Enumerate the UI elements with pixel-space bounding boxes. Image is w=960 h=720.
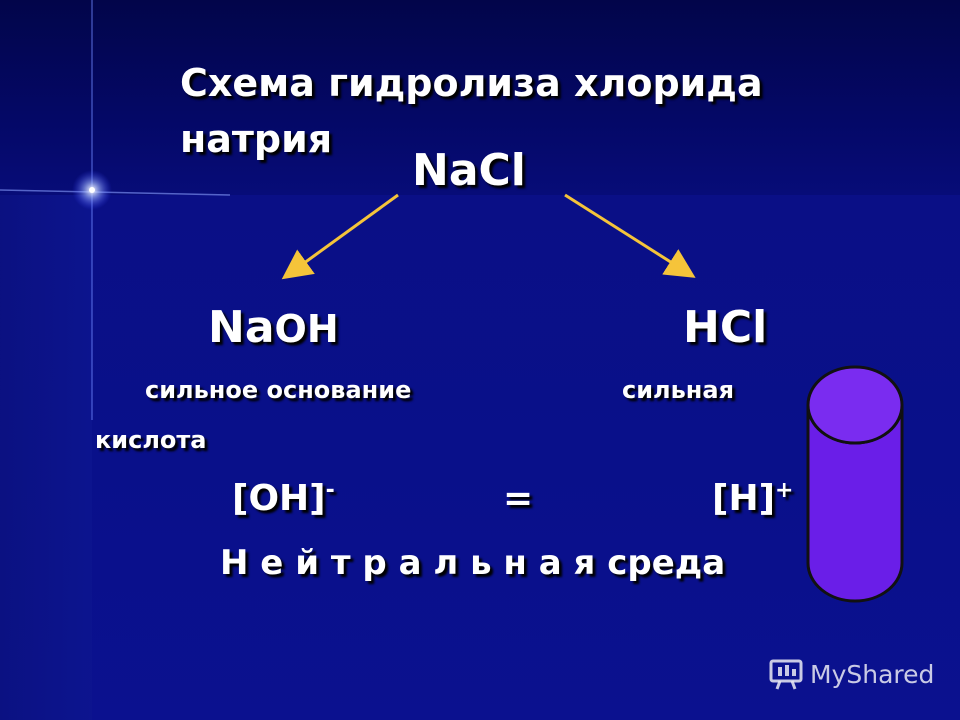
presentation-board-icon bbox=[769, 659, 803, 690]
indicator-cylinder bbox=[806, 365, 904, 603]
slide-title: Схема гидролиза хлорида натрия bbox=[180, 61, 763, 161]
hydroxide-concentration: [OH]- bbox=[232, 478, 335, 519]
slide-header-background bbox=[0, 0, 960, 195]
hydroxide-charge: - bbox=[325, 478, 335, 503]
hydrogen-concentration: [H]+ bbox=[712, 478, 793, 519]
base-strength-label: сильное основание bbox=[145, 376, 412, 404]
base-formula-oh: OH bbox=[274, 307, 339, 351]
medium-conclusion: Н е й т р а л ь н а я среда bbox=[220, 543, 725, 583]
medium-word: среда bbox=[607, 543, 726, 583]
acid-strength-label-continued: кислота bbox=[95, 426, 207, 454]
acid-formula: HCl bbox=[683, 302, 768, 353]
hydrogen-bracket: [H] bbox=[712, 478, 776, 519]
equals-sign: = bbox=[503, 478, 534, 519]
hydrogen-charge: + bbox=[775, 478, 794, 503]
acid-strength-label: сильная bbox=[622, 376, 734, 404]
base-formula: NaOH bbox=[208, 302, 339, 353]
base-formula-na: Na bbox=[208, 302, 275, 353]
watermark-text: MyShared bbox=[810, 659, 935, 689]
left-band-decoration bbox=[0, 195, 92, 720]
sparkle-decoration bbox=[0, 0, 231, 420]
hydroxide-bracket: [OH] bbox=[232, 478, 326, 519]
salt-formula: NaCl bbox=[412, 145, 526, 196]
slide-body-background bbox=[0, 195, 960, 720]
medium-neutral: Н е й т р а л ь н а я bbox=[220, 543, 596, 583]
watermark: MyShared bbox=[768, 656, 934, 692]
